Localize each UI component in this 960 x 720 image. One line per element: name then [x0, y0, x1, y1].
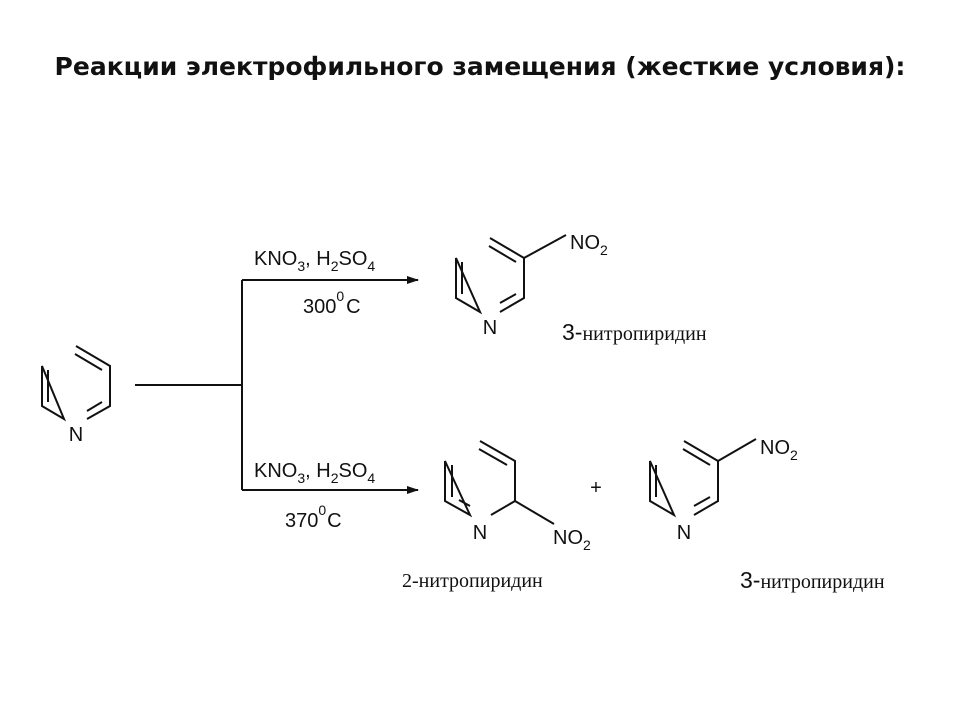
- lower-temperature: 3700C: [285, 502, 342, 532]
- upper-reagents: KNO3, H2SO4: [254, 248, 375, 274]
- nitrogen-atom: N: [473, 522, 487, 544]
- nitrogen-atom: N: [483, 317, 497, 339]
- lower-3-nitropyridine-label: 3-нитропиридин: [740, 567, 885, 593]
- 2-nitropyridine-product: N NO2: [444, 440, 591, 553]
- slide-title: Реакции электрофильного замещения (жестк…: [54, 52, 906, 81]
- 3-nitropyridine-product-upper: N NO2: [455, 232, 608, 339]
- nitrogen-atom: N: [677, 522, 691, 544]
- plus-sign: +: [590, 477, 602, 499]
- nitro-group: NO2: [760, 437, 798, 463]
- 2-nitropyridine-label: 2-нитропиридин: [402, 570, 543, 592]
- nitro-group: NO2: [553, 527, 591, 553]
- branch-connector: [135, 280, 243, 490]
- pyridine-reactant: N: [41, 345, 111, 446]
- nitrogen-atom: N: [69, 424, 83, 446]
- lower-reagents: KNO3, H2SO4: [254, 460, 375, 486]
- 3-nitropyridine-product-lower: N NO2: [649, 437, 798, 544]
- upper-product-label: 3-нитропиридин: [562, 319, 707, 345]
- nitro-group: NO2: [570, 232, 608, 258]
